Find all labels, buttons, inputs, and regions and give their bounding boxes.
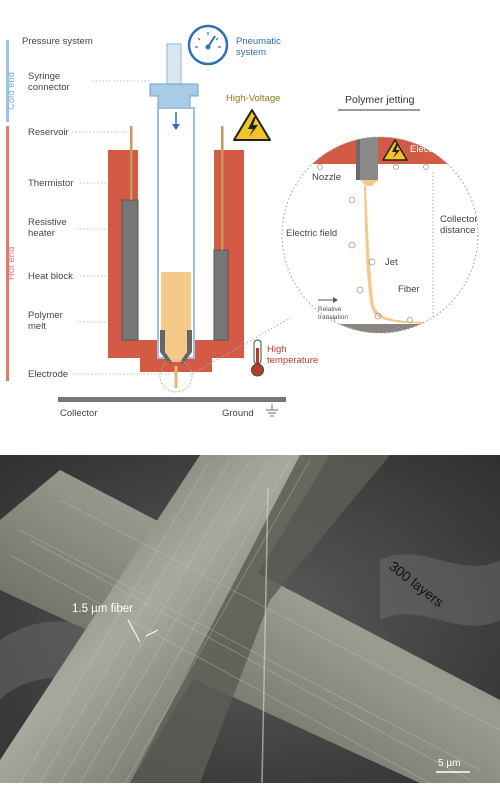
reservoir-label: Reservoir — [28, 127, 69, 138]
pneumatic-label-1: Pneumatic — [236, 36, 281, 47]
inset-fiber-label: Fiber — [398, 284, 420, 295]
thermometer-icon — [251, 339, 264, 377]
high-voltage-warning-icon — [233, 109, 271, 141]
syringe-connector — [149, 83, 199, 109]
inset-nozzle — [356, 137, 378, 180]
inset-electrode-band — [282, 137, 478, 164]
high-temperature-label-2: temperature — [267, 355, 318, 366]
syringe-connector-label-1: Syringe — [28, 71, 60, 82]
polymer-melt — [161, 272, 191, 342]
high-voltage-label: High-Voltage — [226, 93, 280, 104]
relative-translation-arrow — [318, 297, 338, 303]
electrode-label: Electrode — [28, 369, 68, 380]
ground-icon — [266, 404, 278, 417]
inset-connector-line — [191, 317, 291, 375]
syringe-connector-label-2: connector — [28, 82, 70, 93]
heat-block-label: Heat block — [28, 271, 73, 282]
resistive-heater-label-2: heater — [28, 228, 55, 239]
polymer-melt-label-1: Polymer — [28, 310, 63, 321]
ground-label: Ground — [222, 408, 254, 419]
inset-electric-field-label: Electric field — [286, 228, 337, 239]
polymer-melt-label-2: melt — [28, 321, 46, 332]
relative-translation-2: translation — [318, 314, 348, 321]
high-temperature-label-1: High — [267, 344, 287, 355]
inset-high-voltage-icon — [382, 139, 408, 161]
inset-collector-distance-1: Collector — [440, 214, 478, 225]
fiber-width-label: 1.5 µm fiber — [72, 603, 133, 615]
inset-jet-label: Jet — [385, 257, 398, 268]
fiber-width-arrows — [127, 619, 159, 643]
inset-ground-label: Ground — [368, 335, 400, 346]
scale-bar-label: 5 µm — [438, 758, 460, 769]
resistive-heater-right — [213, 249, 229, 341]
hot-end-bar — [6, 126, 9, 381]
printhead — [108, 43, 244, 393]
thermistor-label: Thermistor — [28, 178, 73, 189]
left-labels — [72, 80, 170, 375]
resistive-heater-label-1: Resistive — [28, 217, 67, 228]
cold-end-label: Cold end — [6, 72, 17, 110]
inset-ground-band — [282, 324, 478, 333]
cold-end-bar — [6, 40, 9, 122]
resistive-heater-left — [121, 199, 139, 341]
sem-micrograph — [0, 455, 500, 783]
pressure-gauge-icon — [187, 24, 229, 66]
inset-circle — [281, 136, 479, 334]
thermistor-right — [221, 126, 224, 250]
hot-end-label: Hot end — [6, 247, 17, 280]
relative-translation-1: Relative — [318, 306, 342, 313]
collector-plate — [58, 397, 286, 402]
inset-title: Polymer jetting — [345, 94, 415, 106]
collector-label: Collector — [60, 408, 98, 419]
pressure-system-label: Pressure system — [22, 36, 93, 47]
inset-collector-distance-2: distance — [440, 225, 475, 236]
pneumatic-label-2: system — [236, 47, 266, 58]
inset-nozzle-label: Nozzle — [312, 172, 341, 183]
fiber-wall-b — [0, 455, 330, 783]
inset-electrode-label: Electrode — [410, 144, 450, 155]
thermistor-left — [130, 126, 133, 200]
